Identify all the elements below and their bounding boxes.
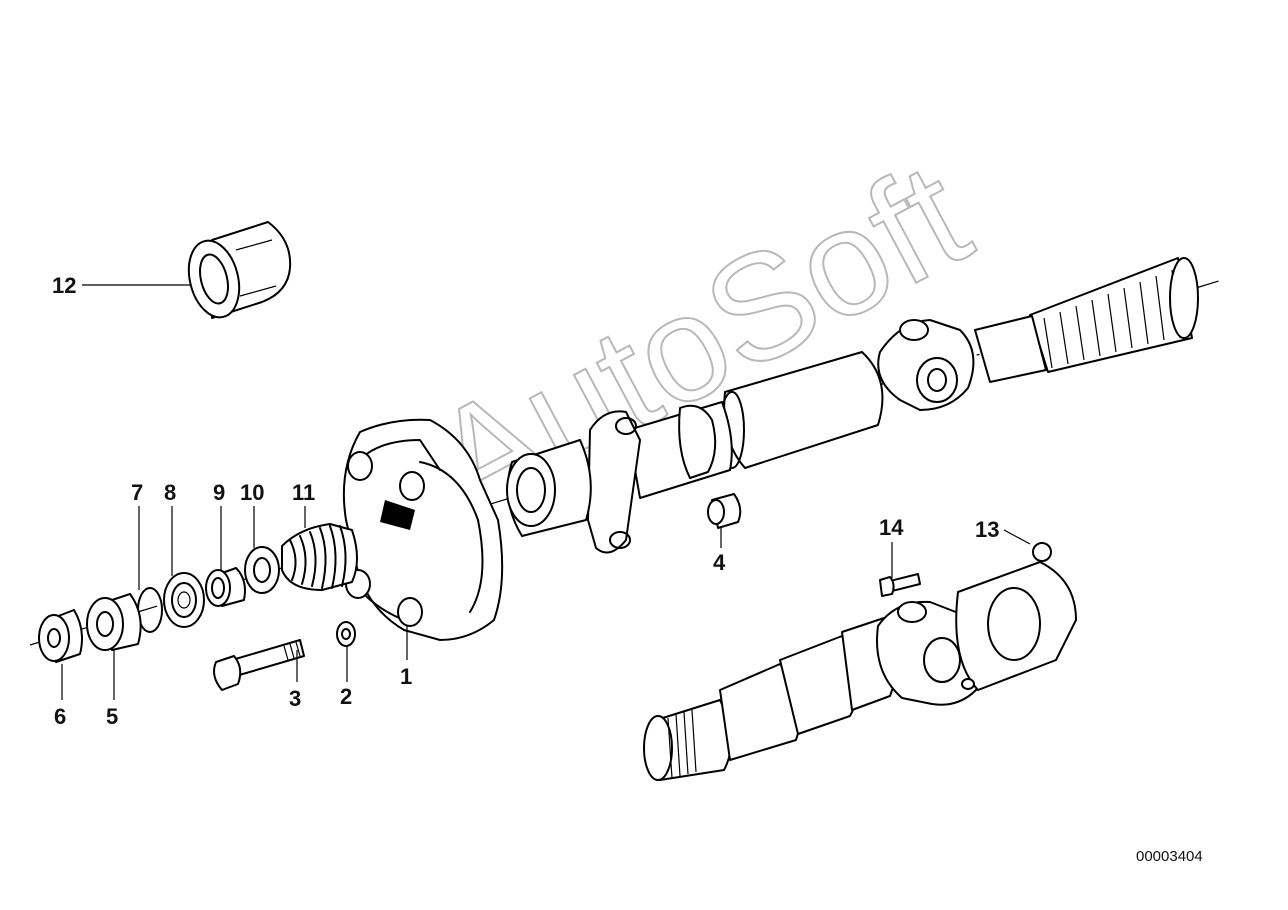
callout-5: 5: [106, 704, 118, 729]
part-1-flex-coupling: [342, 418, 504, 641]
callout-9: 9: [213, 480, 225, 505]
callout-14: 14: [879, 515, 904, 540]
callouts: 1 2 3 4 5 6 7 8 9 10 11 12 13 14: [52, 273, 999, 729]
part-4-nut: [707, 493, 742, 529]
callout-8: 8: [164, 480, 176, 505]
callout-2: 2: [340, 684, 352, 709]
part-8-ball-bearing: [163, 572, 205, 628]
part-11-spring: [281, 523, 358, 591]
part-3-bolt: [213, 639, 305, 691]
lower-shaft: [643, 561, 1077, 781]
callout-7: 7: [131, 480, 143, 505]
part-14-bolt: [879, 573, 921, 597]
callout-6: 6: [54, 704, 66, 729]
leader-lines: [61, 284, 1031, 700]
callout-1: 1: [400, 664, 412, 689]
callout-13: 13: [975, 517, 999, 542]
callout-3: 3: [289, 686, 301, 711]
part-10-washer: [244, 546, 280, 594]
part-9-sleeve: [205, 567, 246, 607]
callout-10: 10: [240, 480, 264, 505]
callout-12: 12: [52, 273, 76, 298]
part-2-washer: [336, 621, 356, 647]
callout-4: 4: [713, 550, 726, 575]
callout-11: 11: [292, 480, 315, 505]
diagram-id: 00003404: [1136, 848, 1203, 865]
part-12-bearing: [187, 221, 292, 319]
part-5-bushing: [86, 593, 142, 651]
part-13-nut: [1032, 542, 1052, 562]
part-6-nut: [38, 609, 83, 663]
main-shaft: [506, 257, 1199, 554]
